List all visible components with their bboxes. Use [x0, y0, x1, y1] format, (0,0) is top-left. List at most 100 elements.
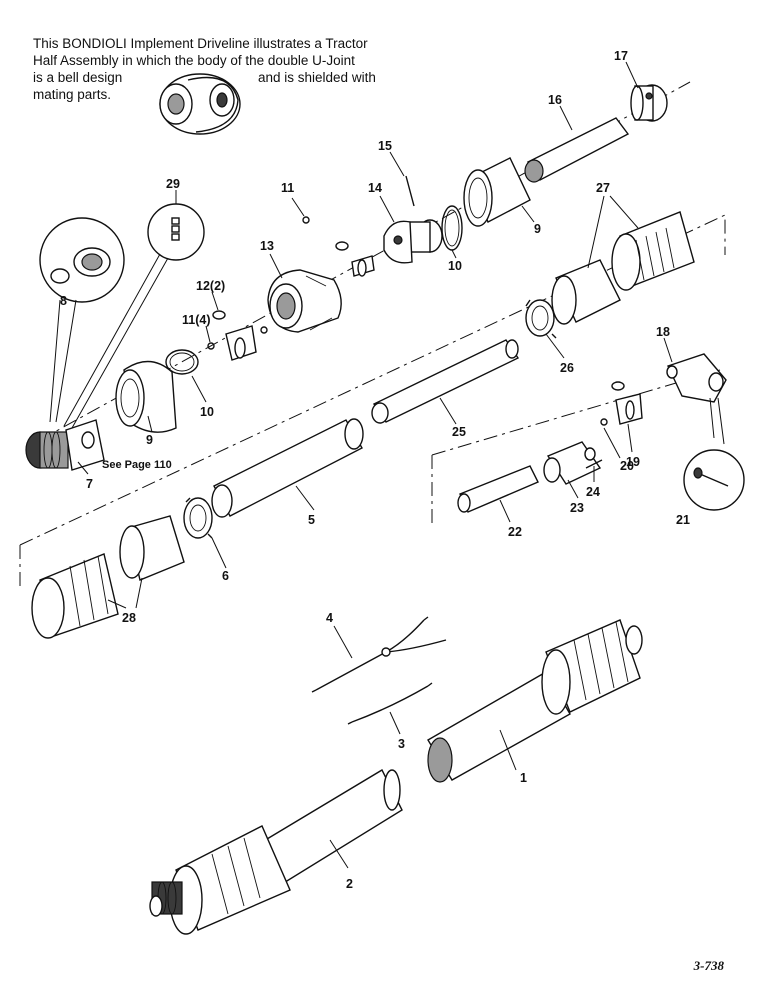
callout-5: 5 — [308, 513, 315, 527]
part-5-outer-tube — [211, 418, 364, 518]
leader-6 — [211, 537, 227, 569]
callout-23: 23 — [570, 501, 584, 515]
part-17-collar — [630, 84, 668, 122]
leader-23 — [567, 479, 579, 499]
leader-20 — [603, 427, 621, 459]
callout-9-left: 9 — [146, 433, 153, 447]
leader-27a — [587, 195, 605, 269]
intro-line-3b: and is shielded with — [258, 70, 376, 85]
leader-11a — [291, 197, 305, 217]
part-26-bearing-ring — [525, 299, 557, 339]
callout-18: 18 — [656, 325, 670, 339]
part-9-upper-shield-cone — [463, 157, 531, 227]
callout-20: 20 — [620, 459, 634, 473]
callout-22: 22 — [508, 525, 522, 539]
callout-17: 17 — [614, 49, 628, 63]
bell-housing-inset-illustration — [159, 73, 241, 135]
leader-22 — [499, 499, 511, 523]
leader-11b — [205, 325, 211, 343]
part-3-safety-chain — [347, 682, 433, 725]
leader-3 — [389, 711, 401, 735]
callout-28: 28 — [122, 611, 136, 625]
callout-10-upper: 10 — [448, 259, 462, 273]
leader-16 — [559, 105, 573, 131]
part-8-detail-inset — [39, 217, 125, 423]
callout-21: 21 — [676, 513, 690, 527]
part-15-pin — [405, 175, 415, 207]
callout-26: 26 — [560, 361, 574, 375]
part-12-cross-kit — [207, 310, 268, 361]
callout-19: 19 — [626, 455, 640, 469]
callout-27: 27 — [596, 181, 610, 195]
part-13-bell-body — [267, 269, 342, 333]
part-9-left-flange — [115, 360, 177, 433]
callout-11-left: 11(4) — [182, 313, 211, 327]
callout-2: 2 — [346, 877, 353, 891]
leader-25 — [439, 397, 457, 425]
leader-17 — [625, 61, 639, 89]
leader-7 — [77, 461, 89, 475]
part-1-implement-half — [427, 619, 643, 783]
leader-26 — [545, 333, 565, 359]
leader-14 — [379, 195, 395, 223]
callout-10-left: 10 — [200, 405, 214, 419]
leader-18 — [663, 337, 673, 363]
leader-28a — [107, 599, 127, 609]
leader-4 — [333, 625, 353, 659]
leader-2 — [329, 839, 349, 869]
callout-3: 3 — [398, 737, 405, 751]
part-14-inner-yoke — [383, 219, 443, 264]
callout-13: 13 — [260, 239, 274, 253]
leader-15 — [389, 151, 405, 177]
part-28-shield-cones — [31, 515, 185, 639]
part-21-detail-inset — [683, 449, 745, 511]
part-19-cross-kit — [600, 381, 643, 426]
callout-8: 8 — [60, 294, 67, 308]
intro-line-2: Half Assembly in which the body of the d… — [33, 53, 355, 68]
leader-1 — [499, 729, 517, 771]
callout-16: 16 — [548, 93, 562, 107]
part-11-upper-cross — [302, 216, 375, 277]
centerline-lower — [19, 214, 726, 590]
leader-12 — [211, 291, 219, 311]
part-23-slip-yoke — [543, 441, 603, 485]
leader-27b — [609, 195, 639, 229]
leader-10b — [451, 249, 457, 259]
part-27-shield-cones — [551, 211, 695, 325]
callout-1: 1 — [520, 771, 527, 785]
part-16-shield-tube — [524, 117, 630, 183]
centerline-front — [431, 369, 721, 525]
part-25-inner-tube — [371, 339, 520, 424]
leader-10a — [191, 375, 207, 403]
leader-9a — [147, 415, 153, 433]
part-2-tractor-half — [149, 769, 403, 935]
part-6-bearing-ring — [183, 497, 213, 539]
part-7-tractor-yoke — [25, 419, 105, 471]
callout-7: 7 — [86, 477, 93, 491]
callout-11-upper: 11 — [281, 181, 294, 195]
leader-19 — [627, 423, 633, 453]
intro-line-1: This BONDIOLI Implement Driveline illust… — [33, 36, 368, 51]
part-22-tube — [457, 465, 539, 513]
figure-number: 3-738 — [693, 958, 724, 973]
part-10-left-ring — [165, 349, 199, 375]
part-18-implement-yoke — [666, 353, 727, 445]
callout-14: 14 — [368, 181, 382, 195]
callout-12: 12(2) — [196, 279, 225, 293]
callout-15: 15 — [378, 139, 392, 153]
leader-13 — [269, 253, 283, 279]
leader-9b — [521, 205, 535, 223]
leader-28b — [135, 577, 143, 609]
intro-line-3a: is a bell design — [33, 70, 123, 85]
leader-5 — [295, 485, 315, 511]
callout-4: 4 — [326, 611, 333, 625]
callout-24: 24 — [586, 485, 600, 499]
intro-line-4: mating parts. — [33, 87, 112, 102]
part-4-safety-chain — [311, 616, 447, 693]
callout-9-upper: 9 — [534, 222, 541, 236]
callout-25: 25 — [452, 425, 466, 439]
callout-6: 6 — [222, 569, 229, 583]
see-page-note: See Page 110 — [102, 459, 172, 471]
